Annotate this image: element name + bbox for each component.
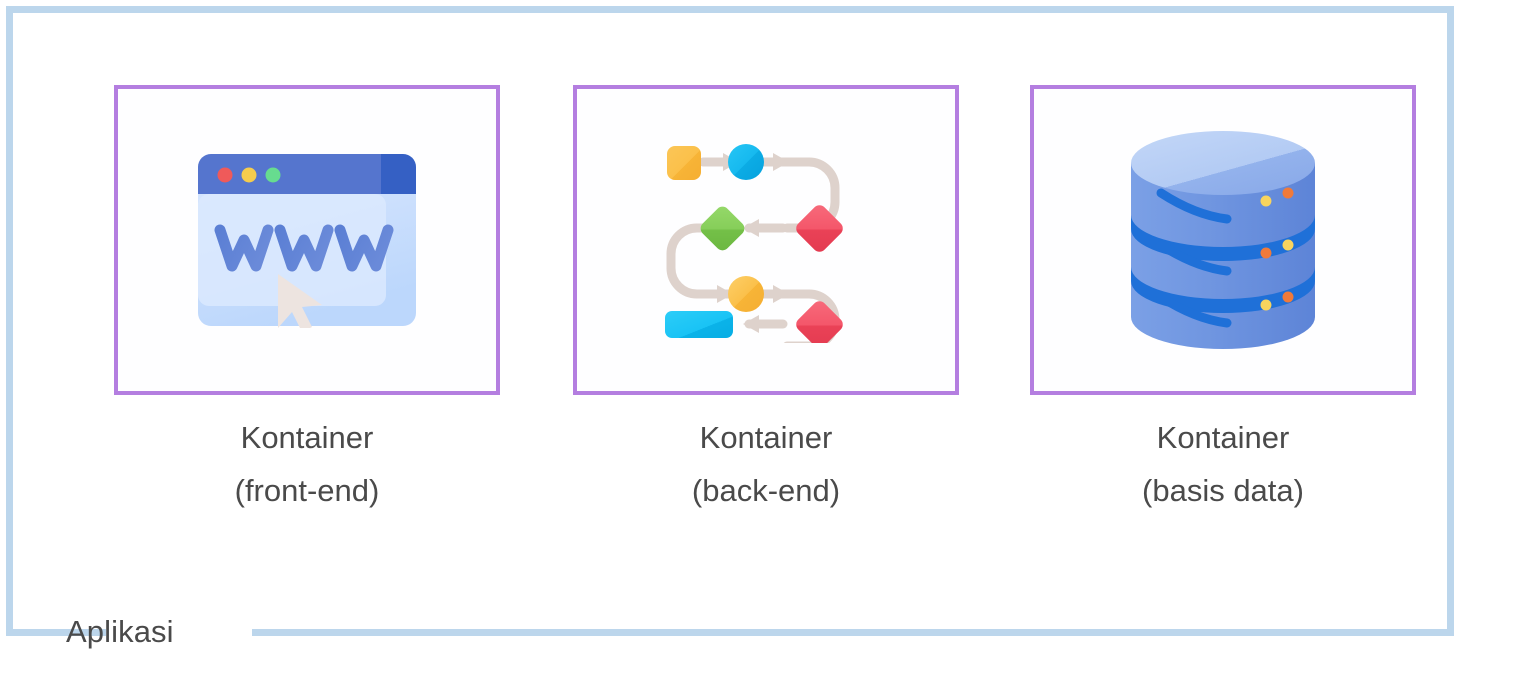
browser-window-www-icon [198, 154, 416, 328]
window-dot-yellow [241, 167, 257, 183]
container-card-database[interactable]: Kontainer (basis data) [1030, 85, 1416, 508]
arrow-head-3 [743, 218, 759, 237]
flow-node-orange-square [667, 145, 701, 180]
arrow-head-4 [717, 284, 733, 303]
boundary-edge-top [6, 6, 1454, 13]
database-cylinder-icon [1131, 131, 1315, 349]
caption-line-1: Kontainer [1156, 420, 1290, 455]
container-card-frontend[interactable]: Kontainer (front-end) [114, 85, 500, 508]
boundary-edge-bottom [252, 629, 1454, 636]
window-dot-green [265, 167, 281, 183]
flow-node-red-diamond-1 [796, 204, 843, 252]
db-stripe-1 [1156, 188, 1232, 224]
arrow-head-2 [773, 152, 789, 171]
db-led-yellow-3 [1260, 299, 1272, 311]
db-led-yellow-2 [1282, 239, 1294, 251]
flow-node-green-diamond [700, 206, 745, 250]
db-top-surface [1131, 131, 1315, 195]
boundary-edge-left [6, 6, 13, 636]
db-led-orange-3 [1282, 291, 1294, 303]
db-stripe-2 [1156, 240, 1232, 276]
application-boundary [6, 6, 1454, 636]
container-row: Kontainer (front-end) [114, 85, 1416, 508]
container-box-backend [573, 85, 959, 395]
flow-node-blue-rect [665, 310, 733, 338]
container-caption-frontend: Kontainer (front-end) [94, 411, 520, 517]
arrow-head-5 [773, 284, 789, 303]
caption-line-2: (basis data) [1142, 473, 1304, 508]
container-caption-backend: Kontainer (back-end) [553, 411, 979, 517]
container-card-backend[interactable]: Kontainer (back-end) [573, 85, 959, 508]
db-stripe-3 [1156, 292, 1232, 328]
caption-line-2: (back-end) [691, 473, 841, 508]
caption-line-2: (front-end) [234, 473, 380, 508]
db-led-orange-2 [1260, 247, 1272, 259]
db-led-yellow-1 [1260, 195, 1272, 207]
caption-line-1: Kontainer [240, 420, 374, 455]
arrow-head-6 [743, 314, 759, 333]
cursor-arrow-icon [278, 274, 322, 328]
db-led-orange-1 [1282, 187, 1294, 199]
caption-line-1: Kontainer [699, 420, 833, 455]
window-dot-red [217, 167, 233, 183]
boundary-edge-bottom-stub [6, 629, 106, 636]
container-box-database [1030, 85, 1416, 395]
boundary-label: Aplikasi [66, 614, 174, 649]
container-box-frontend [114, 85, 500, 395]
boundary-edge-right [1447, 6, 1454, 636]
container-caption-database: Kontainer (basis data) [1010, 411, 1436, 517]
flowchart-process-icon [665, 143, 843, 343]
flow-node-yellow-circle [728, 275, 764, 312]
flow-node-cyan-circle [728, 143, 764, 180]
flow-node-red-diamond-2 [796, 300, 843, 343]
